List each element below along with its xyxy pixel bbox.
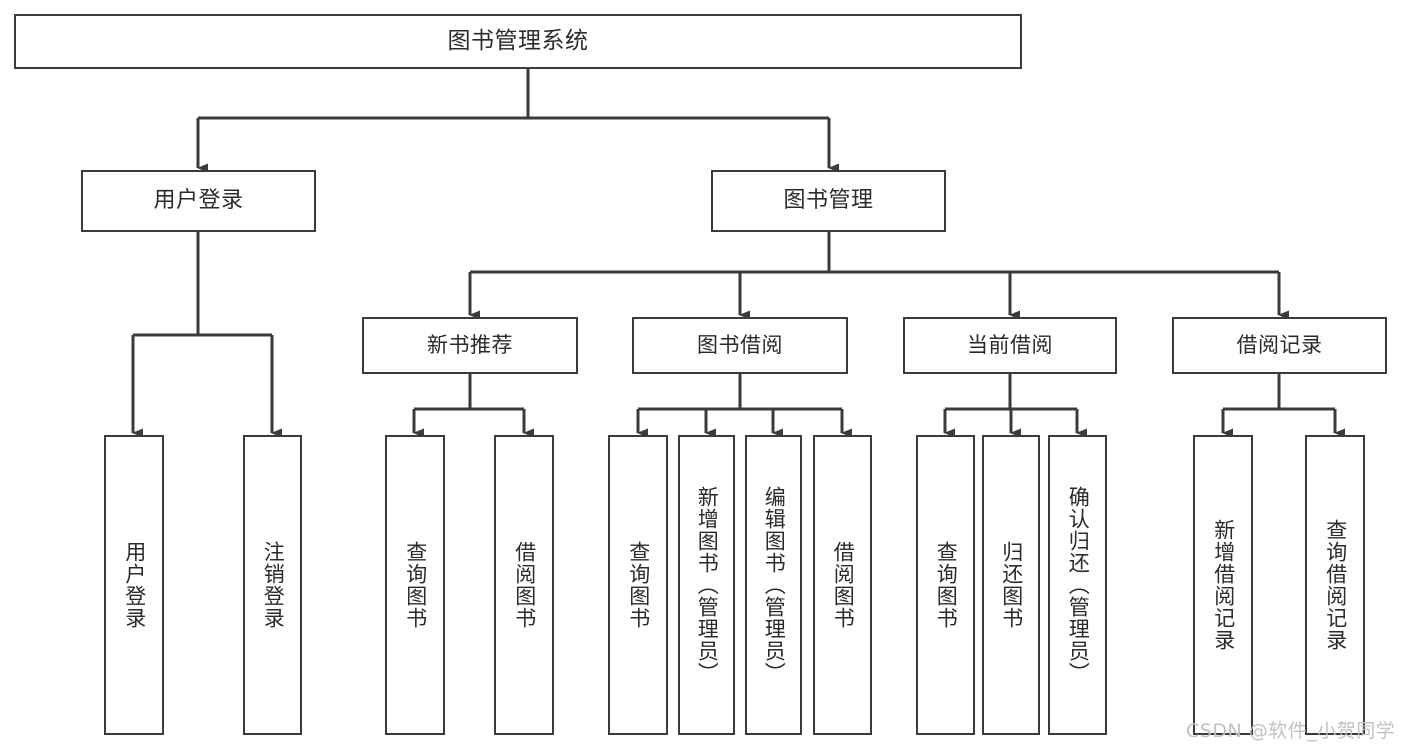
node-label: 注销登录 — [261, 541, 286, 629]
node-label: 新增图书（管理员） — [695, 486, 720, 684]
node-label: 用户登录 — [122, 541, 147, 629]
leaf-borrow-edit-book-admin[interactable]: 编辑图书（管理员） — [745, 435, 802, 735]
node-new-book-recommend[interactable]: 新书推荐 — [362, 317, 578, 374]
leaf-current-return-book[interactable]: 归还图书 — [982, 435, 1040, 735]
node-label: 查询借阅记录 — [1323, 519, 1348, 651]
node-label: 编辑图书（管理员） — [762, 486, 787, 684]
node-book-borrow[interactable]: 图书借阅 — [632, 317, 848, 374]
node-root-system[interactable]: 图书管理系统 — [14, 14, 1022, 69]
node-label: 查询图书 — [403, 541, 428, 629]
node-current-borrow[interactable]: 当前借阅 — [903, 317, 1117, 374]
node-book-management[interactable]: 图书管理 — [711, 170, 946, 232]
node-label: 借阅图书 — [512, 541, 537, 629]
node-label: 图书借阅 — [697, 333, 783, 358]
node-label: 归还图书 — [999, 541, 1024, 629]
node-label: 确认归还（管理员） — [1066, 486, 1091, 684]
node-label: 当前借阅 — [967, 333, 1053, 358]
node-label: 图书管理 — [783, 188, 874, 214]
node-label: 借阅记录 — [1236, 333, 1323, 358]
leaf-user-logout[interactable]: 注销登录 — [243, 435, 302, 735]
leaf-recommend-borrow-book[interactable]: 借阅图书 — [494, 435, 554, 735]
node-label: 借阅图书 — [831, 541, 856, 629]
leaf-borrow-query-book[interactable]: 查询图书 — [608, 435, 668, 735]
node-label: 图书管理系统 — [447, 28, 589, 55]
node-label: 新增借阅记录 — [1211, 519, 1236, 651]
leaf-recommend-query-book[interactable]: 查询图书 — [385, 435, 445, 735]
leaf-record-query-borrow-record[interactable]: 查询借阅记录 — [1305, 435, 1365, 735]
leaf-user-login[interactable]: 用户登录 — [104, 435, 164, 735]
leaf-current-query-book[interactable]: 查询图书 — [916, 435, 975, 735]
leaf-borrow-add-book-admin[interactable]: 新增图书（管理员） — [678, 435, 735, 735]
node-borrow-record[interactable]: 借阅记录 — [1172, 317, 1387, 374]
leaf-current-confirm-return-admin[interactable]: 确认归还（管理员） — [1048, 435, 1107, 735]
leaf-record-add-borrow-record[interactable]: 新增借阅记录 — [1193, 435, 1253, 735]
node-label: 用户登录 — [153, 188, 244, 214]
node-label: 查询图书 — [934, 541, 959, 629]
node-user-login[interactable]: 用户登录 — [81, 170, 316, 232]
node-label: 查询图书 — [626, 541, 651, 629]
watermark: CSDN @软件_小贺同学 — [1186, 720, 1396, 742]
leaf-borrow-borrow-book[interactable]: 借阅图书 — [813, 435, 872, 735]
node-label: 新书推荐 — [427, 333, 513, 358]
